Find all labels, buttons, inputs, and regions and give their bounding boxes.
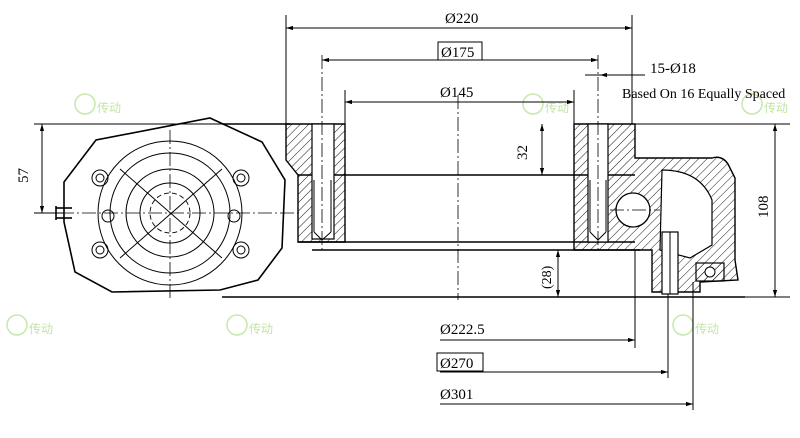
dim-h28-label: (28) [540, 265, 555, 289]
watermark-logo: 传动 [522, 93, 569, 115]
watermark-logo: 传动 [226, 314, 273, 336]
bolt-hole [91, 169, 250, 259]
dim-d145-label: Ø145 [440, 85, 473, 101]
watermark-logo: 传动 [741, 93, 788, 115]
watermark-text: 传动 [249, 321, 273, 336]
dim-d175-label: Ø175 [441, 45, 474, 61]
dim-d301-label: Ø301 [440, 387, 473, 403]
dimension-d220: Ø220 [285, 11, 633, 124]
dimension-d301: Ø301 [440, 282, 694, 410]
dimension-h57: 57 [16, 123, 222, 214]
watermark-logo: 传动 [6, 314, 53, 336]
watermark-text: 传动 [764, 100, 788, 115]
dimension-d145: Ø145 [344, 85, 575, 124]
gear-housing [38, 117, 300, 298]
dimension-d270: Ø270 [436, 294, 669, 378]
bolt-callout-note: Based On 16 Equally Spaced [622, 87, 785, 102]
bolt-callout: 15-Ø18 Based On 16 Equally Spaced [585, 61, 785, 102]
watermark-logo: 传动 [672, 314, 719, 336]
dim-h57-label: 57 [16, 168, 32, 184]
dim-h108-label: 108 [756, 196, 772, 219]
watermark-text: 传动 [695, 321, 719, 336]
bolt-callout-label: 15-Ø18 [650, 61, 696, 77]
dim-d222-label: Ø222.5 [440, 322, 485, 338]
dim-d220-label: Ø220 [445, 11, 478, 27]
dim-d270-label: Ø270 [440, 356, 473, 372]
dimension-h32: 32 [515, 124, 545, 175]
dimension-d222: Ø222.5 [440, 250, 636, 348]
watermark-text: 传动 [97, 100, 121, 115]
watermark-text: 传动 [29, 321, 53, 336]
bolt-thread-right [589, 180, 607, 241]
dimension-h28: (28) [540, 249, 600, 298]
dimension-d175: Ø175 [322, 41, 598, 63]
watermark-logo: 传动 [74, 93, 121, 115]
bolt-thread-left [313, 180, 332, 241]
dimension-h108: 108 [635, 123, 790, 298]
dim-h32-label: 32 [515, 145, 531, 160]
